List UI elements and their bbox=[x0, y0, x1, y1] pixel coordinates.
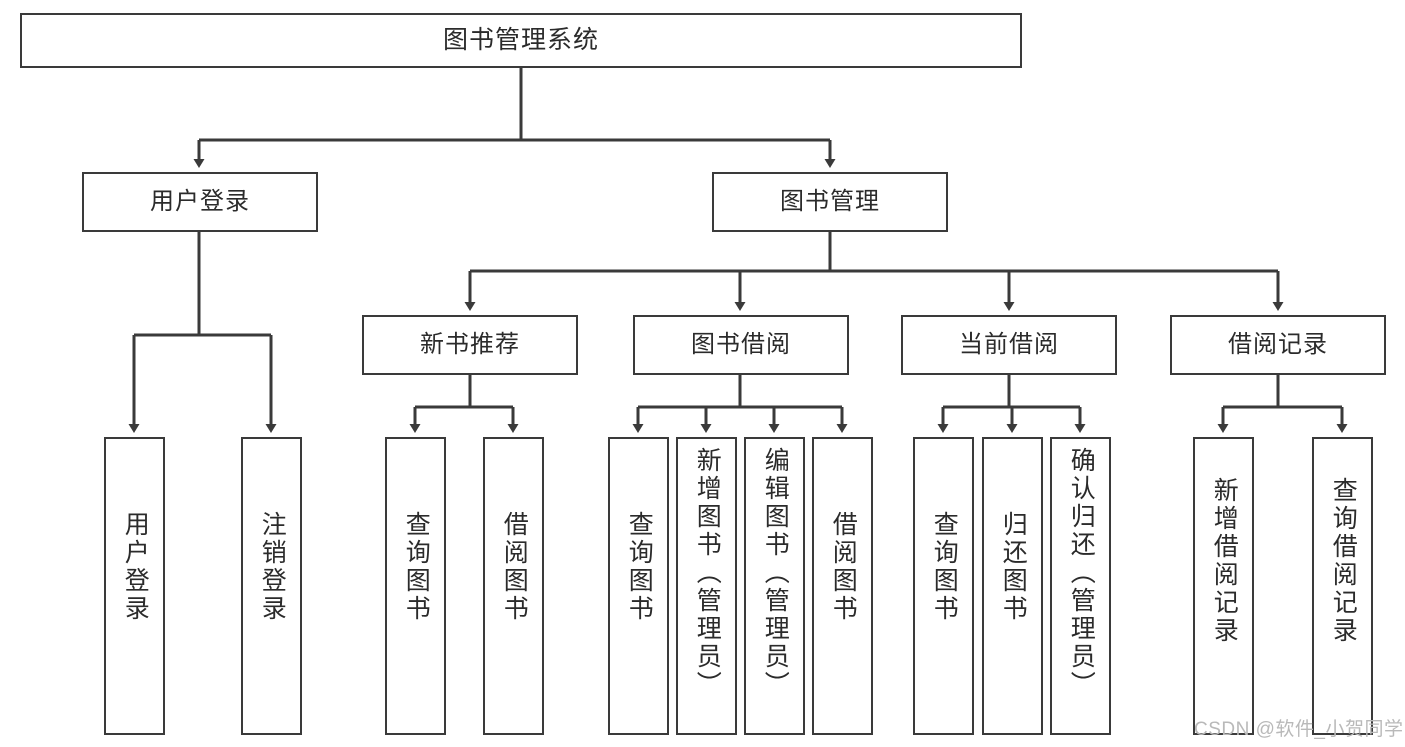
node-book-manage-label: 图书管理 bbox=[780, 187, 880, 215]
node-leaf-logout-label: 注销登录 bbox=[258, 511, 287, 623]
node-leaf-query-book-2-label: 查询图书 bbox=[625, 511, 654, 623]
node-leaf-user-login[interactable]: 用户登录 bbox=[104, 437, 165, 735]
node-current-borrow[interactable]: 当前借阅 bbox=[901, 315, 1117, 375]
node-borrow-record-label: 借阅记录 bbox=[1228, 330, 1328, 358]
node-leaf-edit-book-label: 编辑图书（管理员） bbox=[761, 447, 790, 699]
node-leaf-borrow-book-1[interactable]: 借阅图书 bbox=[483, 437, 544, 735]
node-leaf-return-book-label: 归还图书 bbox=[999, 511, 1028, 623]
node-new-book-rec-label: 新书推荐 bbox=[420, 330, 520, 358]
node-leaf-borrow-book-2-label: 借阅图书 bbox=[829, 511, 858, 623]
node-leaf-query-book-1-label: 查询图书 bbox=[402, 511, 431, 623]
node-leaf-logout[interactable]: 注销登录 bbox=[241, 437, 302, 735]
node-book-borrow[interactable]: 图书借阅 bbox=[633, 315, 849, 375]
node-leaf-return-book[interactable]: 归还图书 bbox=[982, 437, 1043, 735]
node-book-borrow-label: 图书借阅 bbox=[691, 330, 791, 358]
node-new-book-rec[interactable]: 新书推荐 bbox=[362, 315, 578, 375]
node-leaf-add-record-label: 新增借阅记录 bbox=[1210, 477, 1239, 645]
node-leaf-user-login-label: 用户登录 bbox=[121, 511, 150, 623]
node-leaf-query-record-label: 查询借阅记录 bbox=[1329, 477, 1358, 645]
node-root-label: 图书管理系统 bbox=[442, 25, 599, 54]
node-leaf-borrow-book-2[interactable]: 借阅图书 bbox=[812, 437, 873, 735]
node-leaf-query-book-3-label: 查询图书 bbox=[930, 511, 959, 623]
node-leaf-add-book-label: 新增图书（管理员） bbox=[693, 447, 722, 699]
node-leaf-edit-book[interactable]: 编辑图书（管理员） bbox=[744, 437, 805, 735]
node-leaf-query-book-1[interactable]: 查询图书 bbox=[385, 437, 446, 735]
node-root[interactable]: 图书管理系统 bbox=[20, 13, 1022, 68]
node-leaf-query-book-2[interactable]: 查询图书 bbox=[608, 437, 669, 735]
node-borrow-record[interactable]: 借阅记录 bbox=[1170, 315, 1386, 375]
node-current-borrow-label: 当前借阅 bbox=[959, 330, 1059, 358]
node-leaf-add-book[interactable]: 新增图书（管理员） bbox=[676, 437, 737, 735]
node-leaf-query-book-3[interactable]: 查询图书 bbox=[913, 437, 974, 735]
node-leaf-query-record[interactable]: 查询借阅记录 bbox=[1312, 437, 1373, 735]
node-leaf-confirm-return[interactable]: 确认归还（管理员） bbox=[1050, 437, 1111, 735]
node-book-manage[interactable]: 图书管理 bbox=[712, 172, 948, 232]
node-leaf-borrow-book-1-label: 借阅图书 bbox=[500, 511, 529, 623]
node-leaf-confirm-return-label: 确认归还（管理员） bbox=[1067, 447, 1096, 699]
node-user-login-label: 用户登录 bbox=[150, 187, 250, 215]
node-user-login[interactable]: 用户登录 bbox=[82, 172, 318, 232]
csdn-watermark: CSDN @软件_小贺同学 bbox=[1194, 719, 1404, 740]
node-leaf-add-record[interactable]: 新增借阅记录 bbox=[1193, 437, 1254, 735]
